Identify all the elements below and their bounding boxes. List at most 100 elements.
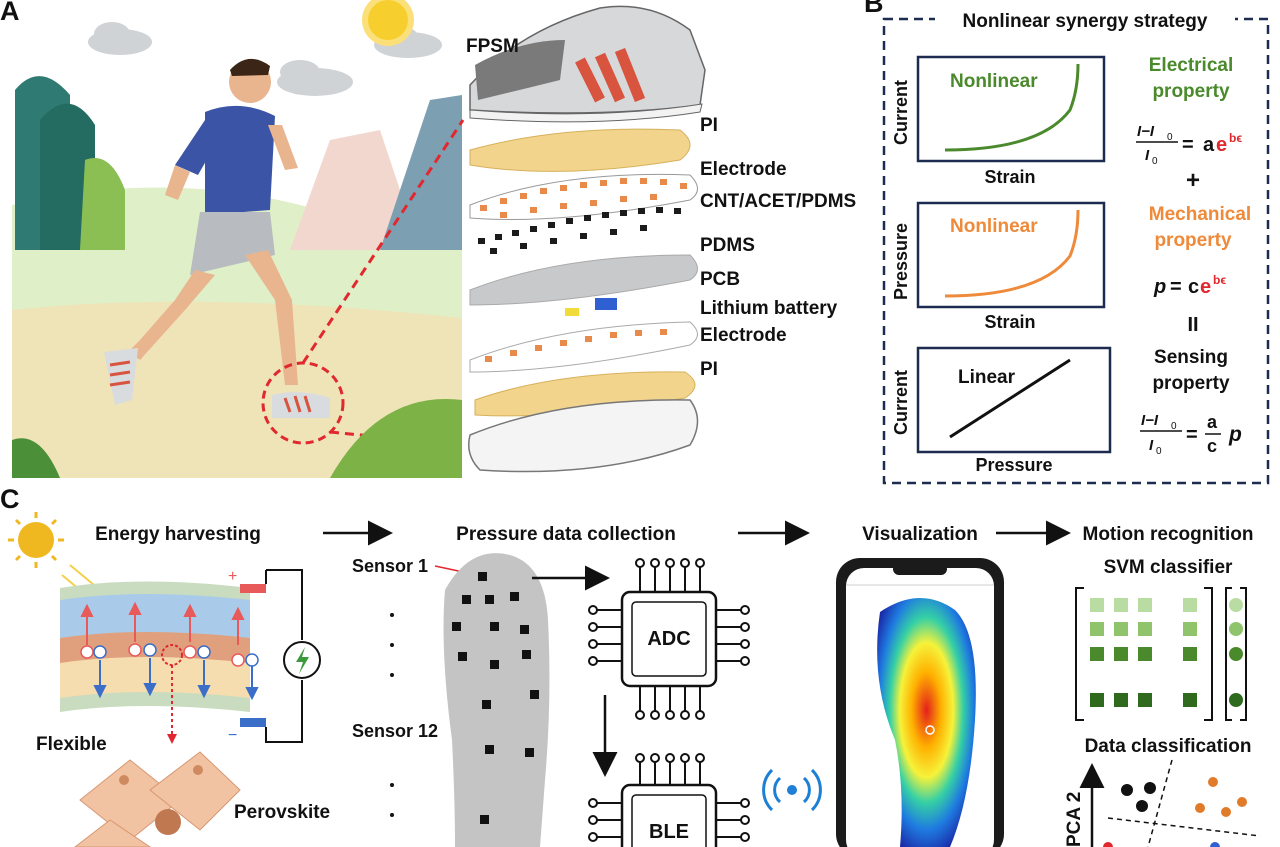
curve-label-1: Nonlinear xyxy=(950,71,1038,92)
step-visualization: Visualization xyxy=(862,524,978,545)
shoe-on-runner xyxy=(272,392,330,418)
equation-electrical: I−I 0 I 0 = a e bϵ xyxy=(1136,123,1242,167)
data-classification-title: Data classification xyxy=(1085,736,1252,757)
strategy-title: Nonlinear synergy strategy xyxy=(963,11,1208,32)
shoe-icon xyxy=(469,5,706,123)
bush xyxy=(80,158,125,250)
cloud-icon xyxy=(88,22,152,55)
chip-icon xyxy=(588,753,750,847)
lightning-icon xyxy=(283,641,321,679)
ylabel-1: Current xyxy=(891,80,911,145)
sensor-squares xyxy=(452,572,539,824)
matrix-bracket-left xyxy=(1075,587,1084,721)
layer-electrode-bottom xyxy=(469,321,698,373)
charge-carriers xyxy=(80,601,259,744)
sensor12-label: Sensor 12 xyxy=(352,721,438,741)
layer-label-battery: Lithium battery xyxy=(700,298,838,319)
svg-text:p: p xyxy=(1228,423,1242,446)
sensing-title-1: Sensing xyxy=(1154,347,1228,368)
curve-electrical xyxy=(944,63,1080,152)
step-energy-harvesting: Energy harvesting xyxy=(95,524,261,545)
layer-label-cnt: CNT/ACET/PDMS xyxy=(700,191,856,212)
mechanical-title-2: property xyxy=(1154,230,1232,251)
circuit-wire xyxy=(265,569,303,743)
wifi-icon xyxy=(762,768,822,812)
zoom-line-top xyxy=(301,119,465,364)
chip-icon xyxy=(588,558,750,720)
svm-title: SVM classifier xyxy=(1104,557,1233,578)
svg-text:=: = xyxy=(1182,134,1194,156)
positive-sign: + xyxy=(228,568,237,585)
sensor1-label: Sensor 1 xyxy=(352,556,428,576)
layer-pi-top xyxy=(469,128,691,172)
svg-text:I−I: I−I xyxy=(1141,412,1159,429)
runner-illustration xyxy=(104,58,298,405)
svg-text:0: 0 xyxy=(1156,446,1162,457)
ble-label: BLE xyxy=(649,821,689,843)
layer-label-pi-bottom: PI xyxy=(700,359,718,380)
svg-text:a: a xyxy=(1207,412,1218,432)
matrix-bracket-right xyxy=(1204,587,1213,721)
svm-matrix xyxy=(1090,598,1243,707)
mechanical-title-1: Mechanical xyxy=(1149,204,1251,225)
layer-label-pcb: PCB xyxy=(700,269,740,290)
layer-pcb xyxy=(565,298,617,316)
panel-label-c: C xyxy=(0,484,20,514)
svg-text:p: p xyxy=(1153,276,1166,298)
perovskite-label: Perovskite xyxy=(234,802,330,823)
heatmap-marker xyxy=(925,725,935,735)
panel-label-a: A xyxy=(0,0,20,26)
svg-text:c: c xyxy=(1188,276,1199,298)
svg-text:=: = xyxy=(1186,424,1198,446)
electrical-title-1: Electrical xyxy=(1149,55,1234,76)
svg-text:bϵ: bϵ xyxy=(1229,131,1242,145)
title-mask xyxy=(935,8,1235,32)
electrical-title-2: property xyxy=(1152,81,1230,102)
cloud-icon xyxy=(277,60,353,96)
svg-text:bϵ: bϵ xyxy=(1213,273,1226,287)
ellipsis-dots xyxy=(390,613,394,817)
svg-text:I: I xyxy=(1145,147,1150,164)
xlabel-1: Strain xyxy=(984,167,1035,187)
plot-pressure-strain xyxy=(916,201,1106,309)
plant-right xyxy=(330,398,462,478)
pca-axis-label: PCA 2 xyxy=(1064,792,1085,847)
layer-label-pi-top: PI xyxy=(700,115,718,136)
plus-sign: + xyxy=(1186,167,1200,194)
sun-icon xyxy=(362,0,414,46)
svg-text:a: a xyxy=(1203,134,1215,156)
svg-text:0: 0 xyxy=(1171,421,1177,432)
outsole xyxy=(468,399,699,473)
curve-label-3: Linear xyxy=(958,367,1016,388)
strategy-frame xyxy=(882,17,1270,485)
step-pressure-data: Pressure data collection xyxy=(456,524,676,545)
plant-left xyxy=(12,438,60,478)
svg-text:I: I xyxy=(1149,437,1154,454)
cluster-red xyxy=(1103,842,1113,847)
layer-pdms xyxy=(469,254,698,306)
cluster-black xyxy=(1121,782,1156,812)
cluster-blue xyxy=(1210,842,1220,847)
layer-cnt-sensors xyxy=(478,207,681,254)
mountain-right xyxy=(380,95,462,250)
pressure-heatmap xyxy=(877,597,976,847)
decision-boundary-2 xyxy=(1107,817,1261,837)
xlabel-2: Strain xyxy=(984,312,1035,332)
equals-sign: II xyxy=(1187,314,1198,336)
svg-text:=: = xyxy=(1170,276,1182,298)
mountain-left xyxy=(290,130,420,250)
sensing-title-2: property xyxy=(1152,373,1230,394)
plot-current-pressure xyxy=(916,346,1112,454)
svg-text:0: 0 xyxy=(1167,132,1173,143)
curve-mechanical xyxy=(944,209,1080,298)
svg-text:0: 0 xyxy=(1152,156,1158,167)
vector-brackets xyxy=(1225,587,1247,721)
adc-label: ADC xyxy=(647,628,690,650)
equation-mechanical: p = c e bϵ xyxy=(1153,273,1226,298)
negative-electrode xyxy=(240,718,266,727)
svg-text:c: c xyxy=(1207,436,1217,456)
ylabel-2: Pressure xyxy=(891,223,911,300)
perovskite-structure xyxy=(74,751,241,847)
xlabel-3: Pressure xyxy=(975,455,1052,475)
